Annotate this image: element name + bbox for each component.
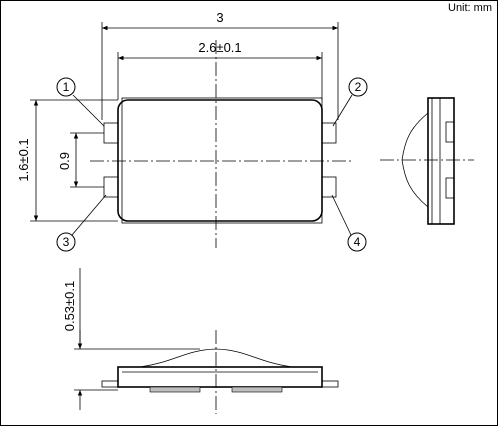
side-view-terminal-bottom: [445, 177, 455, 199]
body-base-outline: [121, 97, 323, 224]
callout-circle-1: [56, 77, 76, 97]
terminal-pad-4: [321, 176, 337, 198]
callout-leader-1: [72, 94, 105, 127]
callout-label-1: 1: [63, 80, 70, 94]
dimension-overall-length: 3: [216, 10, 223, 25]
terminal-pad-3: [103, 176, 119, 198]
callout-leader-2: [332, 94, 353, 127]
body-top-outline: [117, 99, 323, 222]
terminal-pad-2: [321, 122, 337, 144]
front-view: 0.53±0.1: [62, 268, 339, 414]
side-view-lens-dome: [401, 112, 429, 208]
dimension-terminal-pitch: 0.9: [57, 152, 72, 170]
unit-label: Unit: mm: [448, 2, 492, 14]
front-view-lens-dome: [139, 348, 293, 368]
callout-circle-2: [348, 77, 368, 97]
front-view-body: [117, 366, 323, 388]
front-view-terminal-right: [321, 380, 339, 388]
terminal-pad-1: [103, 122, 119, 144]
dimension-height: 0.53±0.1: [62, 281, 77, 332]
dimension-width: 1.6±0.1: [16, 138, 31, 181]
front-view-bottom-pad-right: [231, 386, 283, 393]
callout-circle-4: [347, 232, 367, 252]
front-view-bottom-pad-left: [149, 386, 201, 393]
callout-leader-4: [331, 194, 352, 236]
callout-label-4: 4: [354, 235, 361, 249]
side-view: [380, 97, 474, 225]
callout-label-3: 3: [63, 235, 70, 249]
top-view: 3 2.6±0.1 1.6±0.1 0.9 1 2 3 4: [16, 10, 368, 252]
dimension-body-length: 2.6±0.1: [198, 40, 241, 55]
side-view-terminal-top: [445, 121, 455, 143]
front-view-terminal-left: [101, 380, 119, 388]
callout-circle-3: [56, 232, 76, 252]
callout-leader-3: [71, 194, 107, 236]
side-view-body: [427, 97, 455, 225]
callout-label-2: 2: [355, 80, 362, 94]
